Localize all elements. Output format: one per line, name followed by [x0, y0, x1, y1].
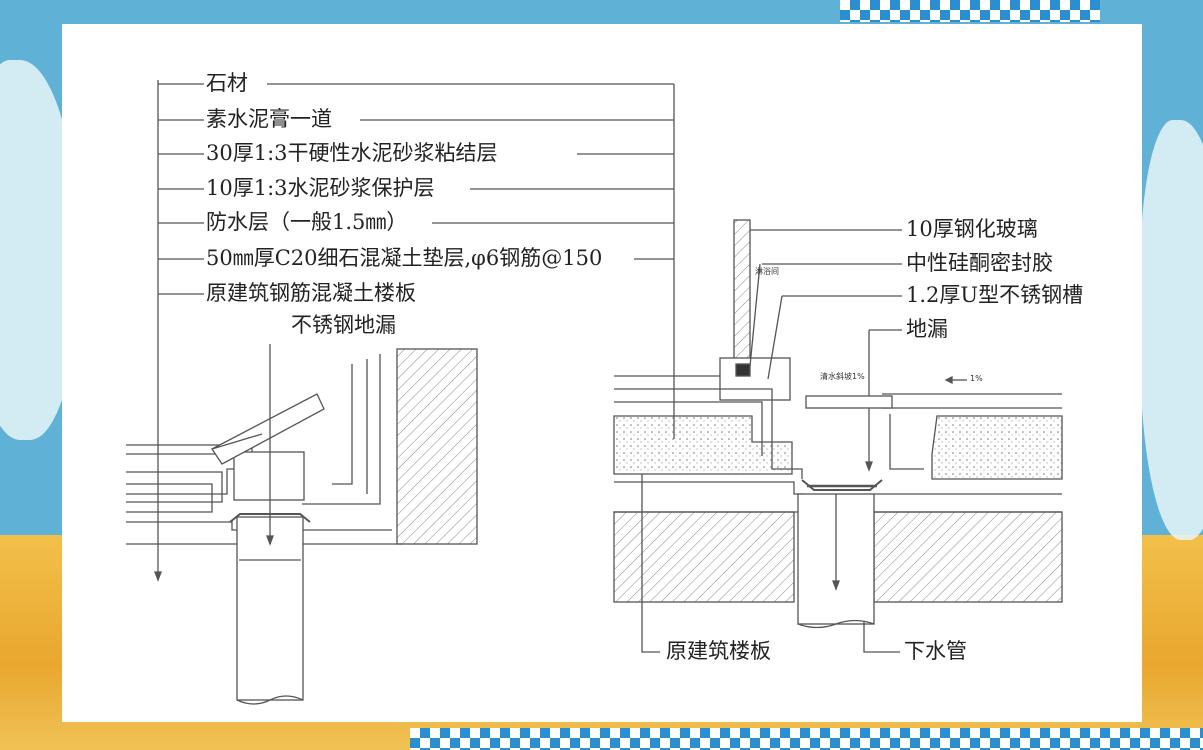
- label-drain-pipe: 下水管: [904, 639, 967, 663]
- construction-drawing: [126, 80, 1063, 705]
- label-original-slab: 原建筑楼板: [666, 639, 771, 663]
- left-detail-drawing: [126, 80, 675, 705]
- label-tempered-glass: 10厚钢化玻璃: [906, 217, 1038, 241]
- content-card: 石材 素水泥膏一道 30厚1:3干硬性水泥砂浆粘结层 10厚1:3水泥砂浆保护层…: [62, 24, 1142, 722]
- label-cement-paste: 素水泥膏一道: [206, 107, 332, 131]
- checker-pattern-bottom: [410, 728, 1203, 750]
- label-stainless-drain: 不锈钢地漏: [291, 313, 396, 337]
- label-protective-layer: 10厚1:3水泥砂浆保护层: [206, 176, 435, 200]
- label-floor-drain: 地漏: [906, 317, 948, 341]
- label-bonding-layer: 30厚1:3干硬性水泥砂浆粘结层: [206, 141, 498, 165]
- right-detail-drawing: [613, 219, 1063, 653]
- label-waterproof-layer: 防水层（一般1.5㎜）: [206, 210, 408, 234]
- label-slope-small: 1%: [970, 374, 983, 383]
- background-brush-stroke: [1140, 120, 1203, 540]
- label-u-channel: 1.2厚U型不锈钢槽: [906, 283, 1084, 307]
- checker-pattern-top: [840, 0, 1100, 22]
- label-slope: 清水斜坡1%: [820, 372, 865, 381]
- label-shower-room: 淋浴间: [755, 267, 779, 276]
- label-silicone-sealant: 中性硅酮密封胶: [906, 251, 1053, 275]
- label-structural-slab: 原建筑钢筋混凝土楼板: [206, 281, 416, 305]
- label-stone: 石材: [206, 71, 248, 95]
- label-concrete-screed: 50㎜厚C20细石混凝土垫层,φ6钢筋@150: [206, 246, 603, 270]
